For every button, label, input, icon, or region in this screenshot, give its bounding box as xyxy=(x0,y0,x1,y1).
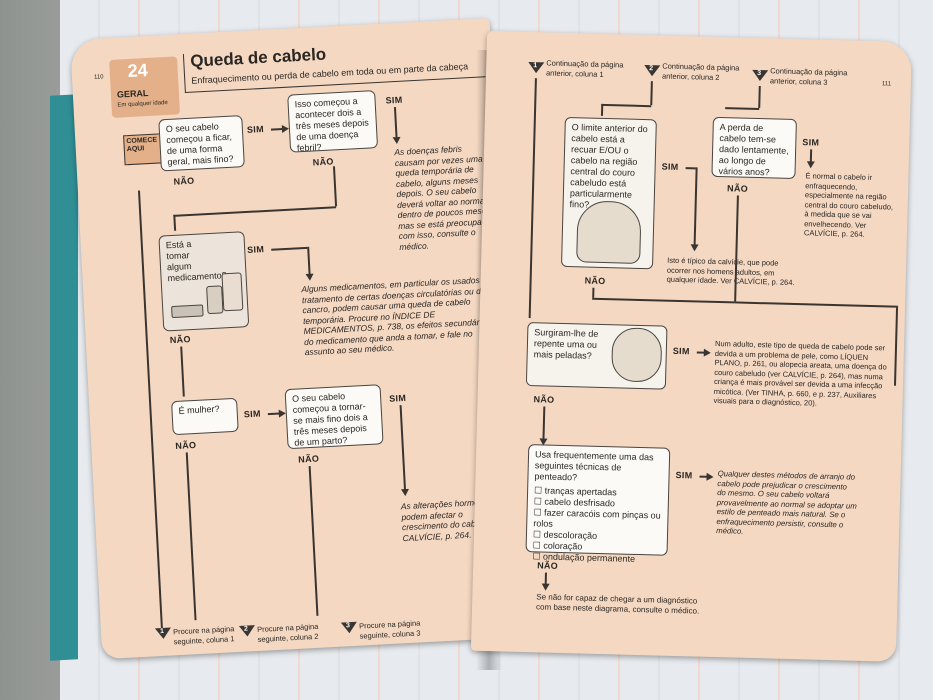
no-label: NÃO xyxy=(312,156,334,168)
question-slow-loss: A perda de cabelo tem-se dado lentamente… xyxy=(711,116,797,179)
arrow-down xyxy=(305,273,314,281)
connector xyxy=(685,167,696,169)
continue-column-1-icon: 1 xyxy=(528,61,545,74)
yes-label: SIM xyxy=(675,469,693,481)
blister-pack-icon xyxy=(171,304,204,319)
connector xyxy=(173,214,176,231)
yes-label: SIM xyxy=(243,408,261,420)
no-label: NÃO xyxy=(726,183,749,194)
connector xyxy=(592,297,735,303)
arrow-right xyxy=(706,472,714,481)
connector xyxy=(393,107,398,138)
connector xyxy=(734,301,897,308)
continue-column-3: Continuação da página anterior, coluna 3 xyxy=(769,66,848,87)
chapter-number: 24 xyxy=(127,59,149,82)
yes-label: SIM xyxy=(802,137,820,148)
page-title: Queda de cabelo xyxy=(189,44,327,71)
connector xyxy=(601,103,652,107)
goto-column-1-icon: 1 xyxy=(154,627,172,640)
category-sub-label: Em qualquer idade xyxy=(117,99,168,109)
goto-column-3: Procure na página seguinte, coluna 3 xyxy=(358,618,421,641)
page-number-left: 110 xyxy=(93,74,104,81)
connector xyxy=(542,406,545,441)
note-alopecia: Num adulto, este tipo de queda de cabelo… xyxy=(713,338,887,408)
goto-column-3-icon: 3 xyxy=(340,621,358,634)
connector xyxy=(308,466,318,616)
no-label: NÃO xyxy=(584,275,606,287)
yes-label: SIM xyxy=(246,244,265,256)
arrow-right xyxy=(703,348,711,357)
page-number-right: 111 xyxy=(881,81,892,88)
arrow-down xyxy=(690,244,699,252)
connector xyxy=(271,246,308,251)
no-label: NÃO xyxy=(175,439,197,452)
question-thinning-hair: O seu cabelo começou a ficar, de uma for… xyxy=(158,115,245,172)
note-medication: Alguns medicamentos, em particular os us… xyxy=(301,274,492,358)
bald-patch-head-illustration xyxy=(611,327,663,383)
connector xyxy=(693,167,698,246)
continue-column-2: Continuação da página anterior, coluna 2 xyxy=(661,61,740,82)
balding-man-illustration xyxy=(576,200,642,264)
arrow-down xyxy=(400,488,410,497)
yes-label: SIM xyxy=(388,392,407,404)
continue-column-3-icon: 3 xyxy=(751,69,769,82)
question-medication: Está a tomar algum medicamento? xyxy=(158,231,250,332)
connector xyxy=(893,305,898,386)
pill-bottle-icon xyxy=(206,285,224,315)
question-after-fever: Isso começou a acontecer dois a três mes… xyxy=(287,90,379,153)
no-label: NÃO xyxy=(537,560,559,571)
goto-column-2-icon: 2 xyxy=(238,625,256,637)
question-is-woman: É mulher? xyxy=(171,397,239,436)
hairstyle-options-list: ☐ tranças apertadas ☐ cabelo desfrisado … xyxy=(532,485,662,565)
book-cover-edge xyxy=(50,94,78,661)
question-hairstyle-techniques: Usa frequentemente uma das seguintes téc… xyxy=(525,444,671,564)
note-aging: É normal o cabelo ir enfraquecendo, espe… xyxy=(803,171,894,239)
yes-label: SIM xyxy=(385,94,403,106)
no-label: NÃO xyxy=(533,394,555,405)
arrow-down xyxy=(392,136,401,145)
arrow-down xyxy=(806,161,815,169)
yes-label: SIM xyxy=(672,345,690,357)
goto-column-2: Procure na página seguinte, coluna 2 xyxy=(256,621,319,644)
question-receding-hairline: O limite anterior do cabelo está a recua… xyxy=(560,116,657,270)
connector xyxy=(307,246,311,275)
category-label: GERAL xyxy=(116,87,149,100)
continue-column-1: Continuação da página anterior, coluna 1 xyxy=(545,58,624,79)
yes-label: SIM xyxy=(246,123,265,135)
question-medication-text: Está a tomar algum medicamento? xyxy=(165,238,227,284)
question-hairstyle-text: Usa frequentemente uma das seguintes téc… xyxy=(534,449,654,483)
arrow-down xyxy=(541,583,550,591)
chapter-tab: 24 GERAL Em qualquer idade xyxy=(109,56,181,118)
note-baldness: Isto é típico da calvície, que pode ocor… xyxy=(666,255,795,288)
right-page: 111 1 Continuação da página anterior, co… xyxy=(470,30,912,662)
question-bald-patches: Surgiram-lhe de repente uma ou mais pela… xyxy=(525,322,668,390)
title-frame: Queda de cabelo Enfraquecimento ou perda… xyxy=(182,38,486,94)
connector xyxy=(180,346,185,397)
connector xyxy=(399,405,406,492)
no-label: NÃO xyxy=(169,334,191,346)
connector xyxy=(650,81,653,106)
final-advice: Se não for capaz de chegar a um diagnóst… xyxy=(535,592,700,616)
no-label: NÃO xyxy=(298,453,320,465)
connector xyxy=(173,206,337,217)
connector xyxy=(758,86,761,109)
note-hairstyle: Qualquer destes métodos de arranjo do ca… xyxy=(716,469,857,536)
yes-label: SIM xyxy=(661,161,679,172)
connector xyxy=(332,166,337,207)
connector xyxy=(592,287,594,298)
medicine-jar-icon xyxy=(221,272,244,312)
question-after-childbirth: O seu cabelo começou a tornar-se mais fi… xyxy=(284,384,384,450)
left-page: 110 24 GERAL Em qualquer idade Queda de … xyxy=(70,18,522,660)
connector xyxy=(725,107,760,110)
connector xyxy=(600,103,603,116)
connector xyxy=(185,452,197,621)
continue-column-2-icon: 2 xyxy=(644,65,661,77)
no-label: NÃO xyxy=(173,175,195,187)
connector xyxy=(528,78,537,319)
question-receding-hairline-text: O limite anterior do cabelo está a recua… xyxy=(569,122,648,210)
question-bald-patches-text: Surgiram-lhe de repente uma ou mais pela… xyxy=(533,327,599,361)
